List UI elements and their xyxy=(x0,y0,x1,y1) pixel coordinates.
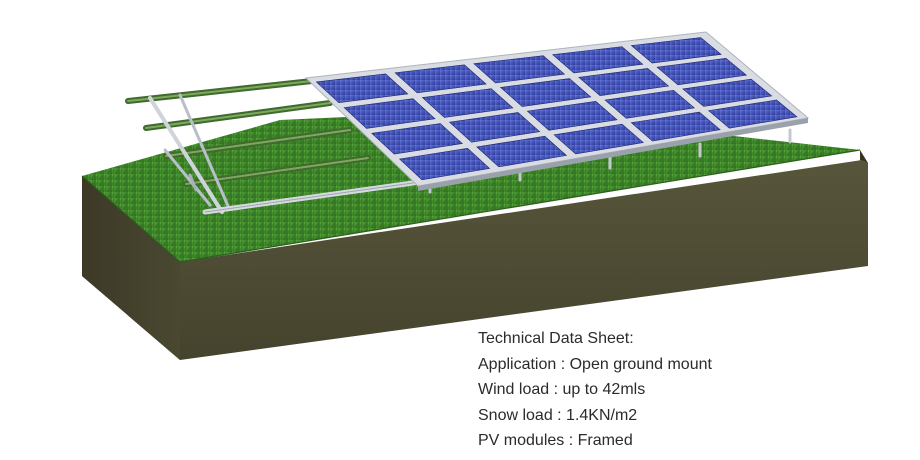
solar-panel xyxy=(707,99,798,129)
spec-snow-load: Snow load : 1.4KN/m2 xyxy=(478,406,638,424)
soil-left-face xyxy=(82,176,180,360)
grass-top xyxy=(82,110,860,262)
solar-panel xyxy=(421,88,514,118)
solar-panel xyxy=(343,98,436,129)
solar-panel xyxy=(551,46,644,74)
spec-title: Technical Data Sheet: xyxy=(478,330,634,347)
solar-panel xyxy=(553,123,644,155)
spec-application: Application : Open ground mount xyxy=(478,355,712,373)
technical-data-sheet: Technical Data Sheet: Application : Open… xyxy=(478,326,898,454)
solar-panel xyxy=(473,55,566,84)
solar-panel xyxy=(499,78,592,107)
solar-panel xyxy=(630,111,721,142)
solar-panel xyxy=(394,64,487,94)
solar-panel xyxy=(448,112,541,143)
solar-panel xyxy=(578,68,670,96)
mounting-structure xyxy=(125,78,792,215)
spec-pv-modules: PV modules : Framed xyxy=(478,432,633,449)
solar-panel xyxy=(371,123,463,155)
solar-panel xyxy=(476,135,568,168)
spec-wind-load: Wind load : up to 42mls xyxy=(478,381,646,398)
solar-panel xyxy=(630,37,722,64)
solar-panel xyxy=(315,73,409,103)
solar-panel xyxy=(526,101,618,131)
solar-panel xyxy=(656,58,748,86)
solar-panel-grid xyxy=(315,37,798,181)
solar-panel xyxy=(682,78,773,107)
solar-panel xyxy=(604,89,696,119)
solar-panel xyxy=(398,148,491,181)
soil-front-face xyxy=(82,160,868,360)
